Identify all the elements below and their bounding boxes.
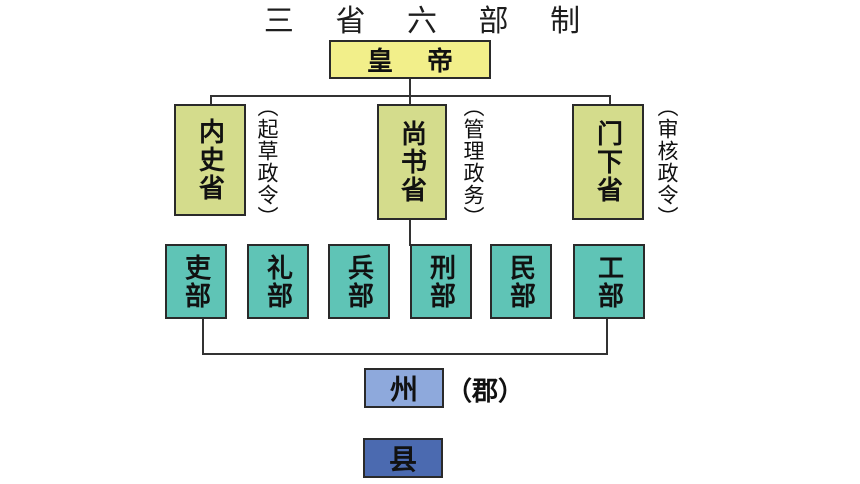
prefecture-alias: （郡） xyxy=(446,376,525,407)
connector-shangshu-ministries xyxy=(409,218,411,246)
ministry-li-rites-box: 礼部 xyxy=(247,244,309,319)
province-menxia-box: 门下省 xyxy=(572,104,644,220)
province-shangshu-box: 尚书省 xyxy=(377,104,447,220)
ministry-xing-box: 刑部 xyxy=(410,244,472,319)
county-box: 县 xyxy=(363,438,443,478)
connector-right-province xyxy=(609,95,611,105)
province-menxia-note: （审核政令） xyxy=(655,96,679,228)
connector-middle-province xyxy=(409,95,411,105)
province-shangshu-note: （管理政务） xyxy=(461,96,485,228)
emperor-box: 皇帝 xyxy=(329,40,491,79)
ministry-bing-box: 兵部 xyxy=(328,244,390,319)
ministry-min-label: 民部 xyxy=(505,253,536,310)
ministry-li-label: 吏部 xyxy=(180,253,211,310)
province-shangshu-label: 尚书省 xyxy=(396,120,427,204)
connector-ministry-bottom-bar xyxy=(202,353,608,355)
province-neishi-box: 内史省 xyxy=(174,104,246,216)
emperor-label: 皇帝 xyxy=(366,47,487,77)
connector-right-ministry-down xyxy=(606,318,608,355)
prefecture-label: 州 xyxy=(389,373,418,406)
prefecture-box: 州 xyxy=(364,368,444,408)
ministry-bing-label: 兵部 xyxy=(343,253,374,310)
connector-emperor-down xyxy=(409,78,411,96)
ministry-gong-box: 工部 xyxy=(573,244,645,319)
county-label: 县 xyxy=(388,443,417,476)
province-neishi-note: （起草政令） xyxy=(255,96,279,228)
diagram-title: 三 省 六 部 制 xyxy=(263,4,597,39)
ministry-li-rites-label: 礼部 xyxy=(262,253,293,310)
ministry-li-box: 吏部 xyxy=(165,244,227,319)
province-menxia-label: 门下省 xyxy=(592,120,623,204)
province-neishi-label: 内史省 xyxy=(194,118,225,202)
connector-left-province xyxy=(210,95,212,105)
ministry-min-box: 民部 xyxy=(490,244,552,319)
ministry-gong-label: 工部 xyxy=(593,253,624,310)
ministry-xing-label: 刑部 xyxy=(425,253,456,310)
connector-left-ministry-down xyxy=(202,318,204,355)
